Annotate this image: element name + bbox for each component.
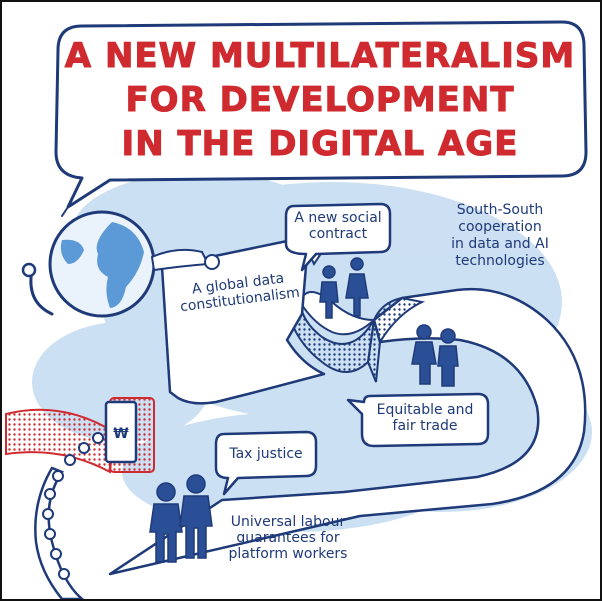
people-on-ribbon: [411, 324, 459, 387]
title-line-2: FOR DEVELOPMENT: [125, 80, 515, 121]
people-walking: [149, 474, 213, 563]
title-line-3: IN THE DIGITAL AGE: [121, 124, 519, 165]
title-line-1: A NEW MULTILATERALISM: [64, 36, 576, 77]
globe: [21, 210, 220, 318]
labour-guarantees-label: Universal labour guarantees for platform…: [228, 514, 348, 562]
social-contract-bubble: [284, 202, 392, 272]
tax-justice-label: Tax justice: [229, 446, 303, 462]
people-on-hill: [319, 257, 369, 319]
title-speech-bubble: [54, 20, 588, 209]
svg-text:₩: ₩: [113, 426, 129, 442]
title-scribbles: [61, 206, 69, 217]
south-south-label: South-South cooperation in data and AI t…: [451, 202, 549, 269]
red-tentacle: ₩: [5, 397, 155, 599]
page-title: A NEW MULTILATERALISM FOR DEVELOPMENT IN…: [60, 34, 580, 166]
fair-trade-bubble: [346, 392, 490, 448]
fair-trade-label: Equitable and fair trade: [376, 402, 474, 434]
data-constitution-scroll: [160, 238, 326, 405]
tax-justice-bubble: [214, 430, 318, 496]
social-contract-label: A new social contract: [294, 210, 382, 242]
